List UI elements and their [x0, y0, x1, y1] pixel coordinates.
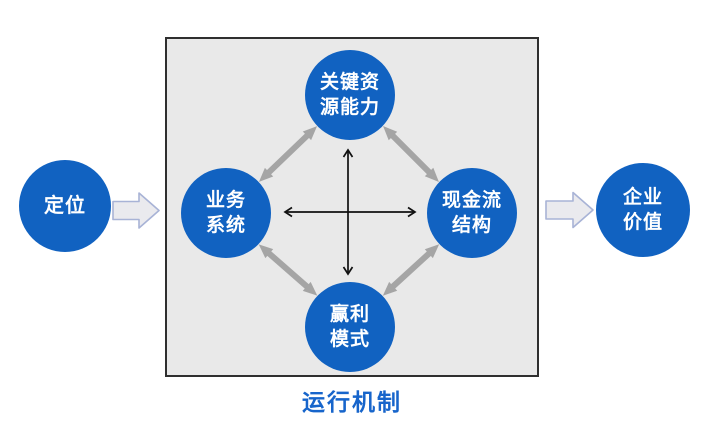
flow-arrow-right	[545, 191, 594, 229]
node-cash-flow: 现金流 结构	[427, 168, 517, 258]
diagonal-arrows	[258, 126, 440, 296]
arrow-keyresources-cashflow	[383, 126, 439, 182]
arrow-business-keyresources	[258, 126, 318, 182]
node-enterprise-value: 企业 价值	[596, 163, 690, 257]
arrow-profitmodel-cashflow	[382, 244, 440, 296]
node-key-resources: 关键资 源能力	[305, 50, 395, 140]
node-profit-model: 赢利 模式	[305, 282, 395, 372]
node-positioning: 定位	[19, 160, 111, 252]
cross-arrows	[283, 148, 417, 276]
mechanism-caption: 运行机制	[302, 389, 402, 415]
arrow-business-profitmodel	[258, 244, 318, 296]
flow-arrow-left	[112, 192, 160, 229]
node-business-system: 业务 系统	[181, 168, 271, 258]
